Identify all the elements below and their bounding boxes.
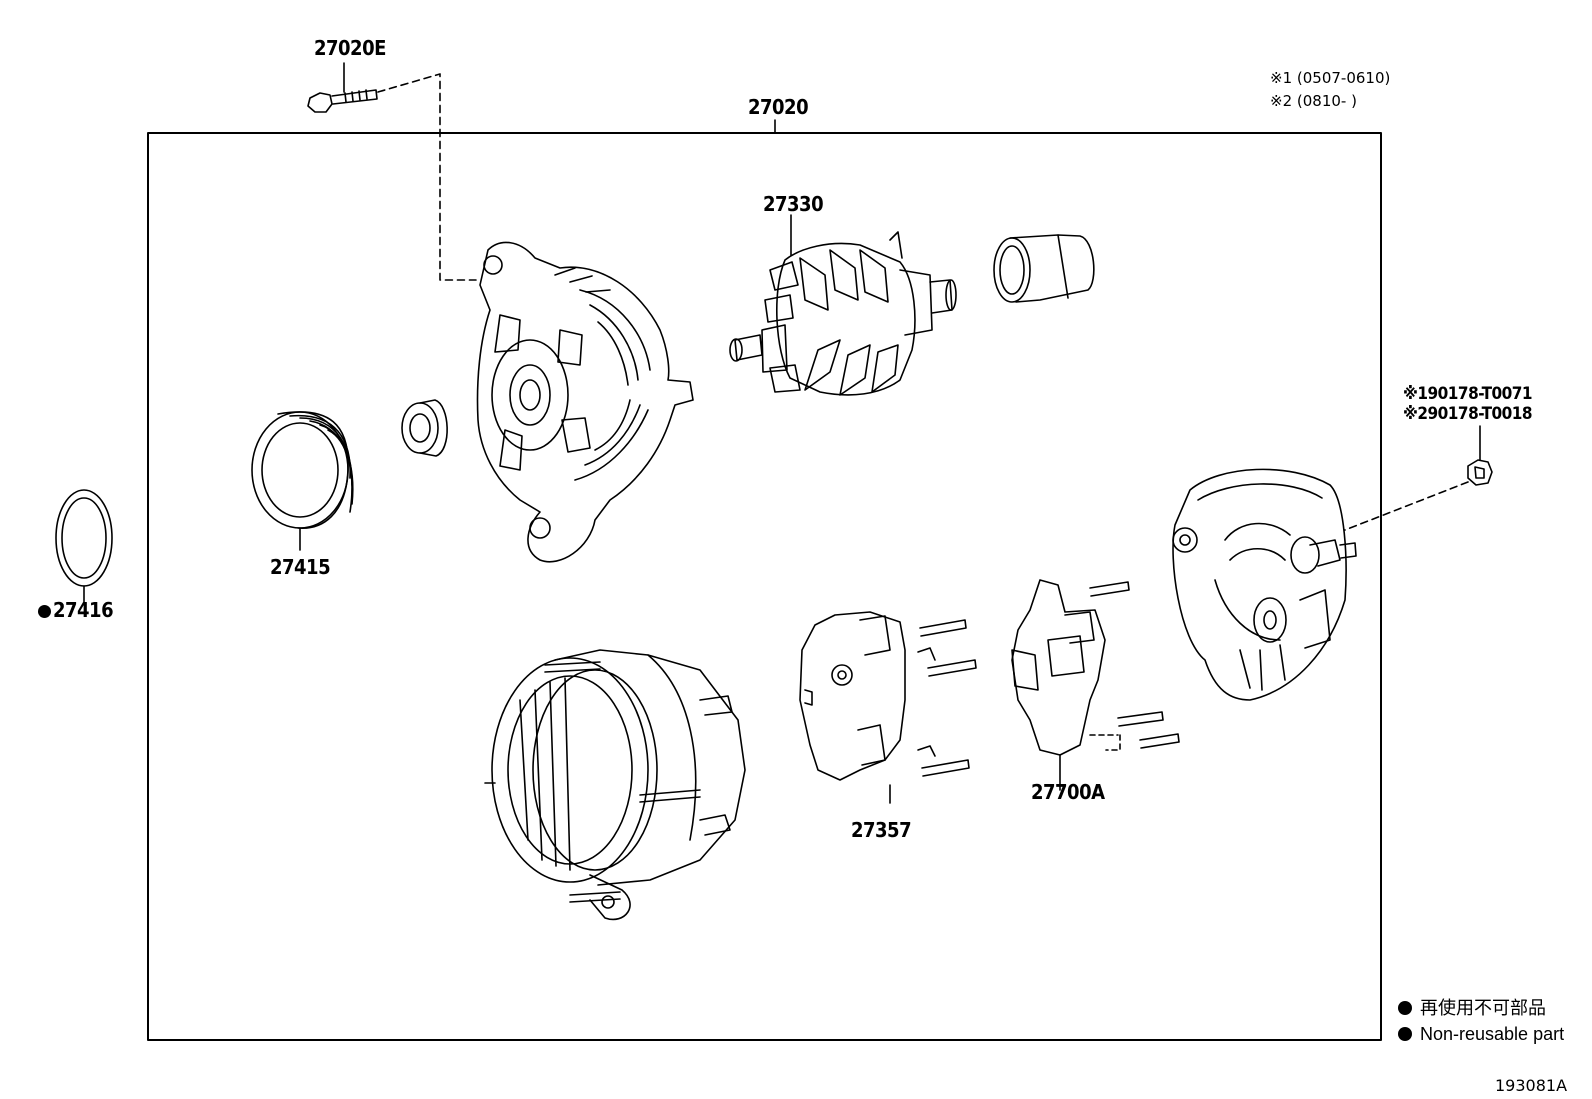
bullet-dot-icon bbox=[38, 605, 51, 618]
bolt-27020E[interactable] bbox=[307, 62, 378, 113]
seal-ring-27416[interactable] bbox=[55, 489, 113, 603]
illustration-code: 193081A bbox=[1495, 1076, 1568, 1095]
label-27020E[interactable]: 27020E bbox=[314, 36, 386, 60]
bullet-dot-icon bbox=[1398, 1001, 1412, 1015]
rectifier-holder-27357[interactable] bbox=[799, 611, 977, 804]
assembly-frame bbox=[147, 132, 1382, 1041]
legend-non-reusable-jp: 再使用不可部品 bbox=[1398, 999, 1546, 1017]
period-note-1: ※1 (0507-0610) bbox=[1270, 69, 1391, 87]
label-27416[interactable]: 27416 bbox=[38, 600, 114, 620]
bullet-dot-icon bbox=[1398, 1027, 1412, 1041]
label-27357[interactable]: 27357 bbox=[851, 818, 912, 842]
rear-end-cover[interactable] bbox=[1172, 468, 1357, 701]
label-27700A[interactable]: 27700A bbox=[1031, 780, 1105, 804]
terminal-nut[interactable] bbox=[1467, 425, 1493, 486]
label-27330[interactable]: 27330 bbox=[763, 192, 824, 216]
legend-non-reusable-en: Non-reusable part bbox=[1398, 1025, 1564, 1043]
regulator-27700A[interactable] bbox=[1011, 579, 1180, 791]
spacer-collar[interactable] bbox=[401, 399, 448, 457]
label-27020[interactable]: 27020 bbox=[748, 95, 809, 119]
stator-frame[interactable] bbox=[484, 649, 746, 921]
label-27415[interactable]: 27415 bbox=[270, 555, 331, 579]
pulley-27415[interactable] bbox=[251, 411, 354, 551]
label-nut-1[interactable]: ※190178-T0071 bbox=[1403, 384, 1533, 404]
bearing-cover[interactable] bbox=[993, 234, 1095, 303]
period-note-2: ※2 (0810- ) bbox=[1270, 92, 1357, 110]
rotor-27330[interactable] bbox=[729, 214, 957, 396]
drive-end-frame[interactable] bbox=[476, 241, 694, 563]
label-nut-2[interactable]: ※290178-T0018 bbox=[1403, 404, 1533, 424]
